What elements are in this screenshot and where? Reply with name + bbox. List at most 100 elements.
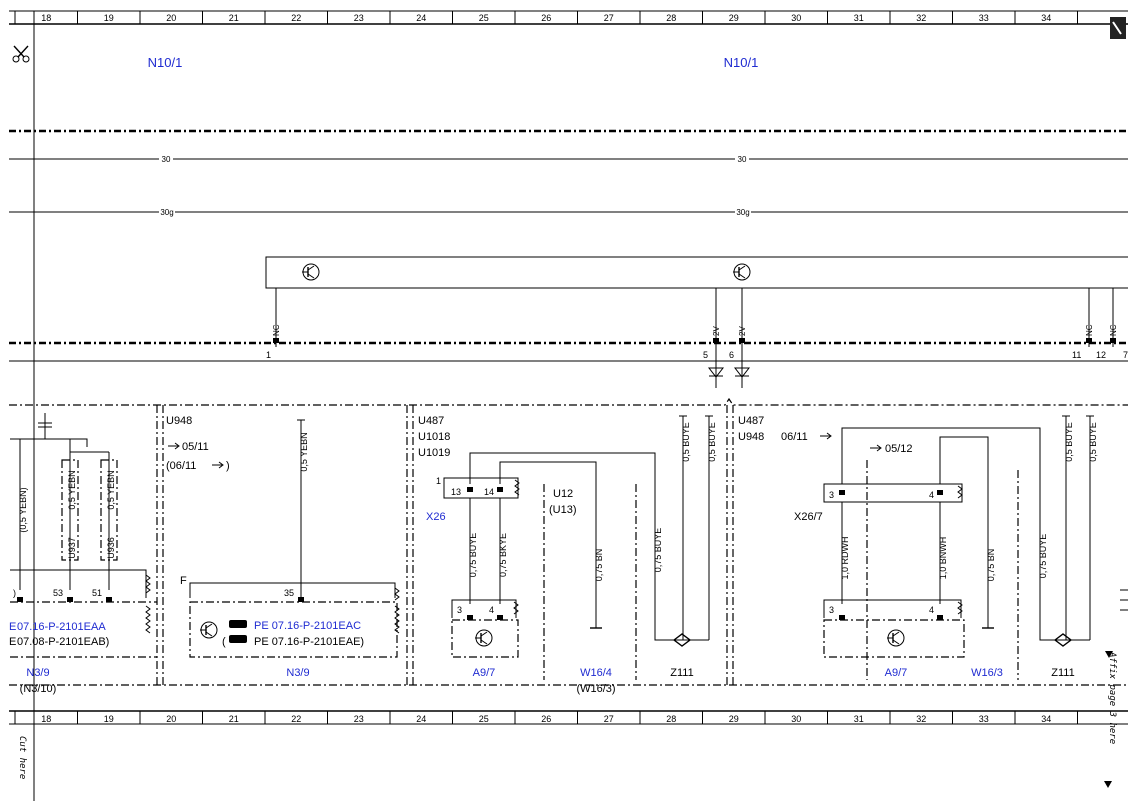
pin-2v-label: 2V	[712, 326, 721, 336]
document-ref-link[interactable]: PE 07.16-P-2101EAC	[254, 620, 361, 632]
wire-code: U487	[738, 415, 764, 427]
date-label: 06/11	[781, 431, 808, 443]
wire-label: 0,75 BUYE	[468, 533, 478, 578]
wire-label: 0,5 BUYE	[681, 422, 691, 462]
wire-label: 0,75 BN	[594, 549, 604, 582]
ruler-column-label: 33	[979, 714, 989, 724]
ruler-column-label: 23	[354, 13, 364, 23]
ruler-column-label: 22	[291, 714, 301, 724]
ruler-column-label: 27	[604, 13, 614, 23]
pin-number: 4	[929, 490, 934, 500]
module-label-alt: (W16/3)	[576, 683, 615, 695]
document-ref-link[interactable]: PE 07.16-P-2101EAE)	[254, 636, 364, 648]
ruler-column-label: 34	[1041, 714, 1051, 724]
pin-nc-label: NC	[1109, 324, 1118, 336]
ruler-column-label: 20	[166, 714, 176, 724]
ruler-column-label: 29	[729, 13, 739, 23]
ruler-column-label: 33	[979, 13, 989, 23]
bus-30g: 30g 30g	[9, 208, 1128, 217]
svg-text:): )	[226, 460, 230, 472]
ruler-column-label: 25	[479, 13, 489, 23]
pin-number: 35	[284, 588, 294, 598]
transistor-icon	[733, 263, 751, 281]
page-corner-icon	[1110, 17, 1126, 39]
section-2: U948 05/11 (06/11 ) 0,5 YEBN F 35 PE 07.…	[166, 415, 400, 679]
wire-label: (0,5 YEBN)	[18, 487, 28, 532]
wire-label: 0,5 YEBN	[67, 470, 77, 509]
pin-number: 3	[457, 605, 462, 615]
module-box	[823, 619, 965, 658]
affix-page-label: Affix page 3 here	[1107, 651, 1117, 744]
document-ref-link[interactable]: 07.16-P-2101EAA	[17, 621, 106, 633]
ruler-column-label: 26	[541, 714, 551, 724]
cut-here-label: Cut here	[17, 736, 27, 779]
ruler-column-label: 19	[104, 714, 114, 724]
module-label: Z111	[1051, 667, 1074, 679]
wire-label: 0,5 BUYE	[1088, 422, 1098, 462]
control-unit-box	[265, 256, 1128, 289]
date-label: 05/11	[182, 441, 209, 453]
terminal-label: F	[180, 575, 187, 587]
date-label: (06/11	[166, 460, 196, 472]
ruler-column-label: 31	[854, 13, 864, 23]
module-label-left: N10/1	[148, 55, 183, 70]
paren: (	[222, 636, 226, 648]
pin-number: 6	[729, 350, 734, 360]
pin-number: 5	[703, 350, 708, 360]
wire-label: 0,5 BUYE	[707, 422, 717, 462]
connector-label: X26/7	[794, 511, 823, 523]
wire-label: 0,75 BUYE	[653, 528, 663, 573]
wire-code: U1019	[418, 447, 450, 459]
pin-number: 7	[1123, 350, 1128, 360]
wire-label: 0,75 BUYE	[1038, 534, 1048, 579]
wire-label: 0,5 BUYE	[1064, 422, 1074, 462]
module-label: A9/7	[885, 667, 908, 679]
wire-code: U936	[106, 537, 116, 559]
scissors-icon[interactable]	[12, 45, 30, 63]
ruler-column-label: 20	[166, 13, 176, 23]
section-bracket	[9, 397, 1128, 406]
pin-nc-label: NC	[1085, 324, 1094, 336]
module-label-alt: (N3/10)	[20, 683, 57, 695]
wire-code: U948	[738, 431, 764, 443]
module-label: A9/7	[473, 667, 496, 679]
ref-prefix: E	[9, 621, 16, 633]
ruler-column-label: 18	[41, 714, 51, 724]
wire-code: U487	[418, 415, 444, 427]
ruler-column-label: 22	[291, 13, 301, 23]
wire-code: U937	[67, 537, 77, 559]
pin-nc-label: NC	[272, 324, 281, 336]
ruler-column-label: 29	[729, 714, 739, 724]
document-ref-link[interactable]: 07.08-P-2101EAB)	[17, 636, 109, 648]
ruler-column-label: 28	[666, 714, 676, 724]
module-box	[189, 601, 398, 658]
wire-code: (U13)	[549, 504, 577, 516]
ruler-column-label: 24	[416, 714, 426, 724]
transistor-icon	[302, 263, 320, 281]
pin-number: 1	[436, 476, 441, 486]
ruler-column-label: 28	[666, 13, 676, 23]
ruler-column-label: 30	[791, 13, 801, 23]
ref-prefix: E	[9, 636, 16, 648]
transistor-icon	[887, 629, 905, 647]
wire-code: U948	[166, 415, 192, 427]
bus-30-label-left: 30	[162, 155, 171, 164]
pin-number: 3	[829, 490, 834, 500]
bus-30: 30 30	[9, 155, 1128, 164]
pin-number: 14	[484, 487, 494, 497]
ruler-column-label: 32	[916, 13, 926, 23]
ruler-column-label: 21	[229, 714, 239, 724]
pin-number: 3	[829, 605, 834, 615]
wire-label: 0,5 YEBN	[299, 432, 309, 471]
module-label: N3/9	[26, 667, 49, 679]
ruler-column-label: 25	[479, 714, 489, 724]
module-label: N3/9	[286, 667, 309, 679]
ruler-column-label: 26	[541, 13, 551, 23]
pin-number: )	[13, 588, 16, 598]
wire-code: U12	[553, 488, 573, 500]
pin-number: 1	[266, 350, 271, 360]
section-3: U487 U1018 U1019 0,5 BUYE 0,5 BUYE 1 13 …	[418, 415, 717, 695]
module-box	[451, 619, 519, 658]
